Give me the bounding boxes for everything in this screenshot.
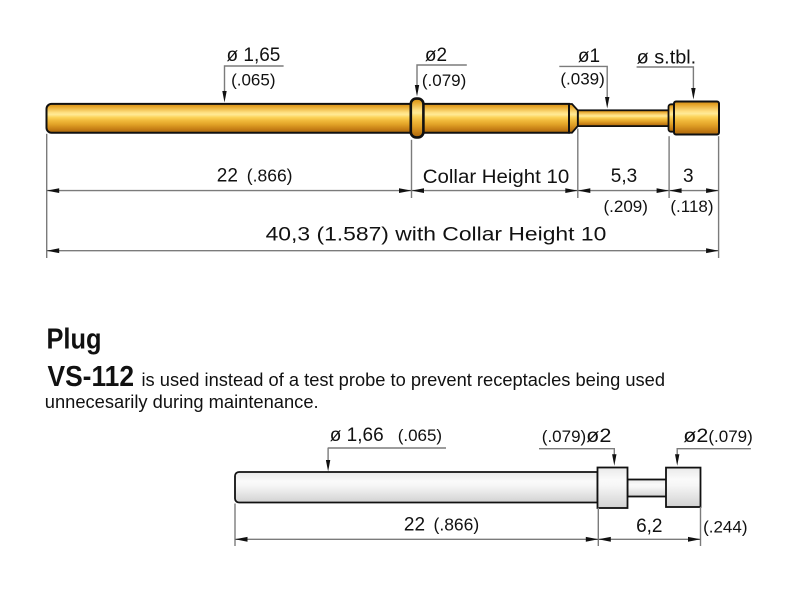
svg-text:22: 22: [217, 165, 238, 186]
svg-text:ø1: ø1: [578, 46, 600, 67]
svg-text:(.244): (.244): [703, 517, 747, 536]
svg-text:(.209): (.209): [604, 197, 648, 216]
svg-text:(.866): (.866): [434, 514, 480, 534]
svg-text:(.065): (.065): [398, 426, 442, 445]
svg-text:ø 1,66: ø 1,66: [330, 425, 384, 446]
svg-text:40,3 (1.587) with Collar Heigh: 40,3 (1.587) with Collar Height 10: [266, 225, 607, 246]
svg-text:(.039): (.039): [560, 70, 604, 89]
svg-text:Collar Height 10: Collar Height 10: [423, 167, 569, 188]
svg-text:is used instead of a test prob: is used instead of a test probe to preve…: [142, 370, 666, 390]
svg-text:22: 22: [404, 514, 425, 535]
svg-text:(.079)ø2: (.079)ø2: [542, 426, 612, 447]
svg-text:ø2: ø2: [425, 45, 447, 66]
svg-text:VS-112: VS-112: [48, 361, 135, 393]
svg-text:(.079): (.079): [422, 71, 466, 90]
svg-text:unnecesarily during maintenanc: unnecesarily during maintenance.: [45, 392, 319, 412]
svg-text:(.065): (.065): [231, 70, 275, 89]
svg-text:5,3: 5,3: [611, 166, 637, 187]
svg-text:ø2(.079): ø2(.079): [683, 426, 753, 447]
svg-text:(.118): (.118): [670, 197, 713, 216]
svg-text:ø 1,65: ø 1,65: [227, 45, 281, 66]
svg-text:ø s.tbl.: ø s.tbl.: [637, 47, 697, 68]
svg-text:6,2: 6,2: [636, 516, 662, 537]
svg-text:Plug: Plug: [47, 324, 102, 356]
svg-text:3: 3: [683, 166, 694, 187]
svg-text:(.866): (.866): [247, 165, 293, 185]
